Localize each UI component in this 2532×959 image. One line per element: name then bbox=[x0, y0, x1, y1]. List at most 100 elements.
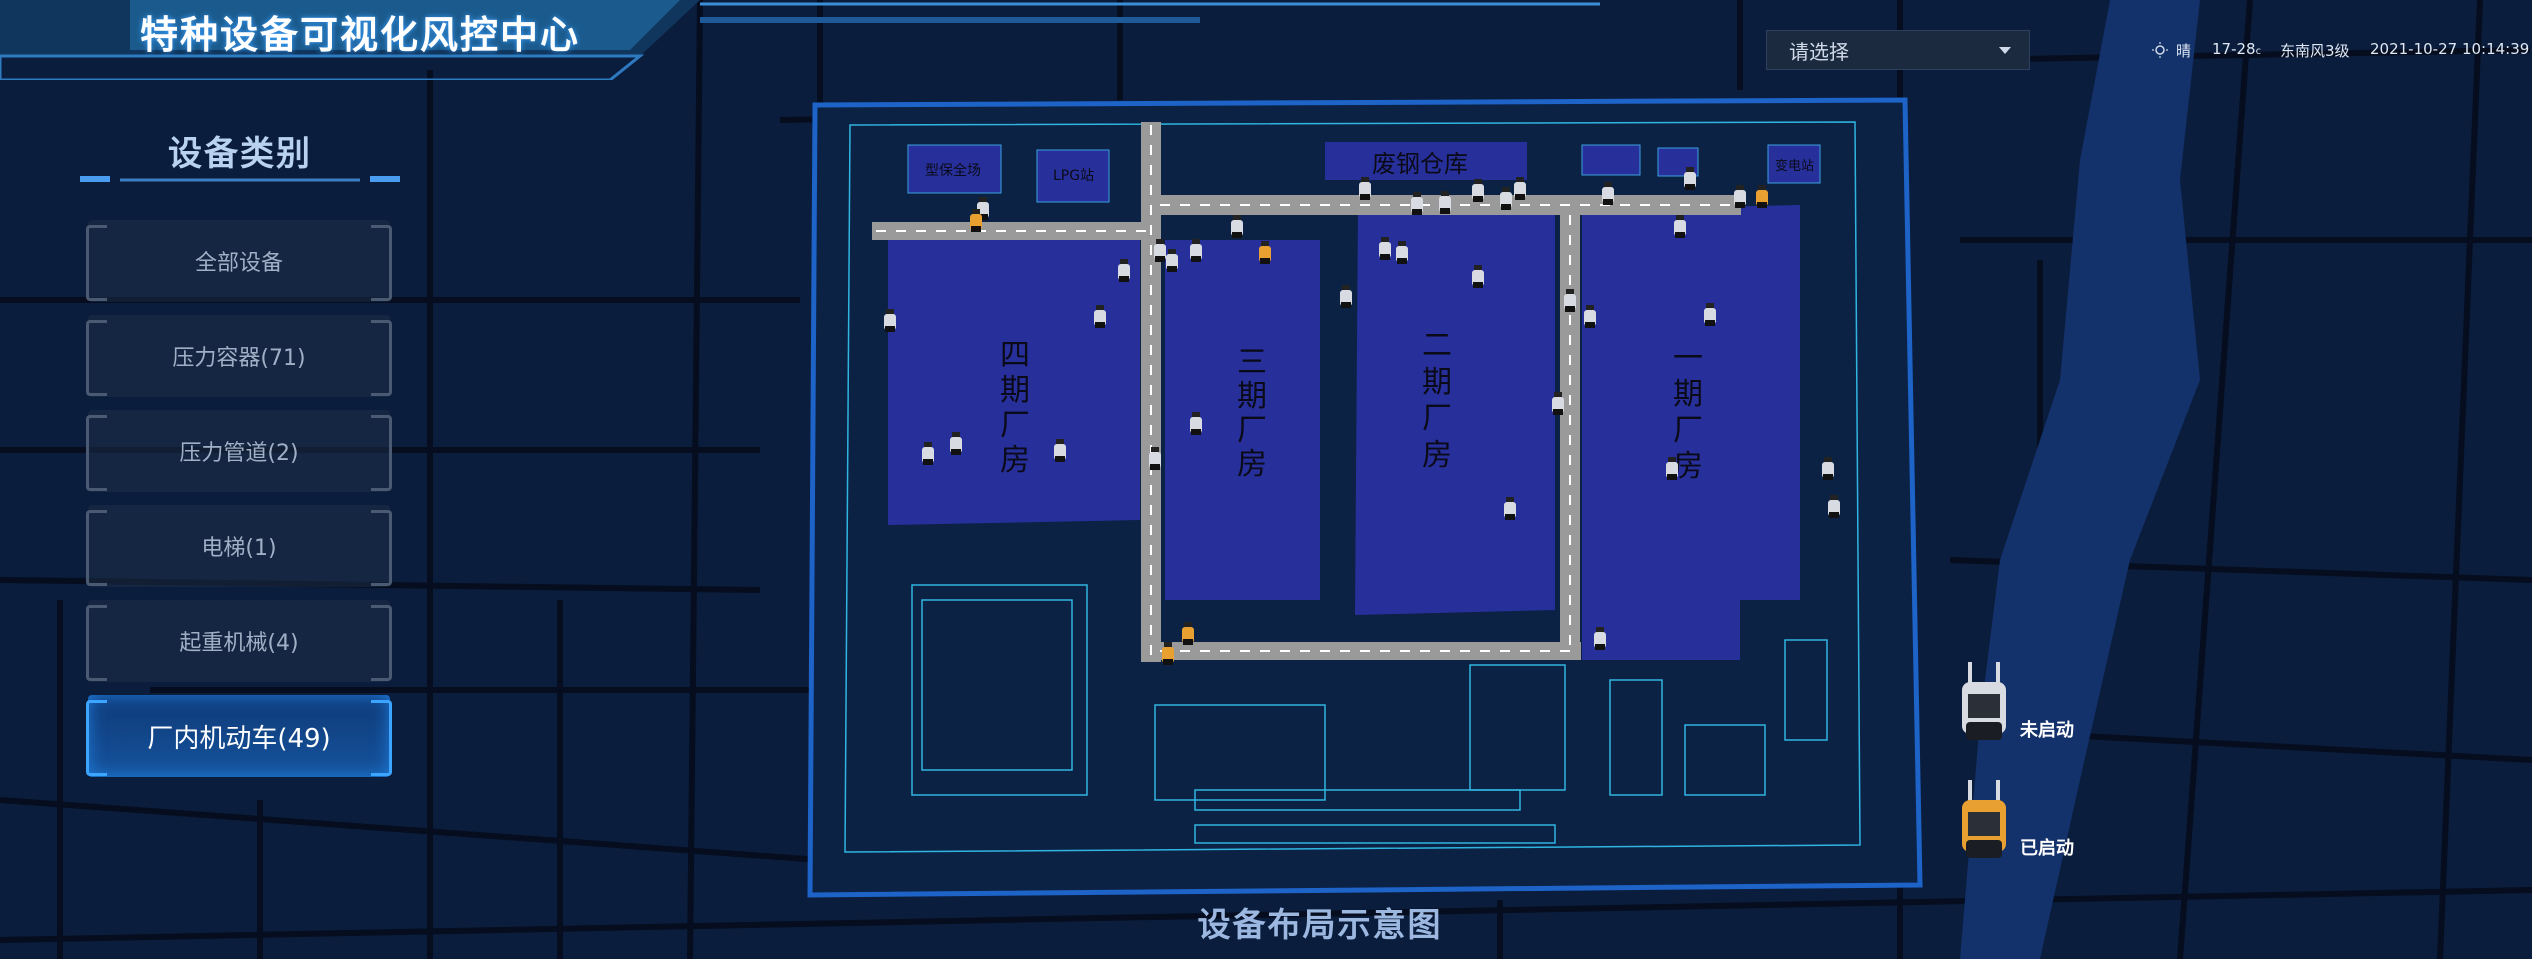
road-west-spur bbox=[872, 222, 1152, 240]
category-label: 电梯(1) bbox=[201, 536, 277, 561]
label-substation: 变电站 bbox=[1775, 158, 1814, 174]
forklift-marker-off[interactable] bbox=[1504, 497, 1516, 520]
select-placeholder: 请选择 bbox=[1789, 39, 1849, 64]
label-phase4-char3: 厂 bbox=[1000, 408, 1030, 443]
button-frame-right bbox=[371, 320, 392, 396]
forklift-marker-off[interactable] bbox=[1500, 187, 1512, 210]
category-label: 起重机械(4) bbox=[179, 631, 299, 656]
forklift-marker-off[interactable] bbox=[1564, 289, 1576, 312]
forklift-marker-off[interactable] bbox=[1166, 249, 1178, 272]
legend-not-started: 未启动 bbox=[2020, 720, 2074, 741]
forklift-marker-on[interactable] bbox=[970, 209, 982, 232]
heading-underline bbox=[80, 176, 400, 182]
building-steel-warehouse bbox=[1325, 142, 1527, 180]
forklift-marker-off[interactable] bbox=[1828, 495, 1840, 518]
forklift-marker-off[interactable] bbox=[1054, 439, 1066, 462]
forklift-off-icon bbox=[1962, 662, 2006, 740]
forklift-marker-off[interactable] bbox=[1439, 191, 1451, 214]
category-label: 厂内机动车(49) bbox=[147, 723, 331, 754]
forklift-marker-on[interactable] bbox=[1756, 185, 1768, 208]
button-frame-right bbox=[371, 225, 392, 301]
category-pressure-pipeline[interactable]: 压力管道(2) bbox=[86, 410, 392, 492]
forklift-marker-off[interactable] bbox=[1472, 179, 1484, 202]
label-phase3-char2: 期 bbox=[1237, 379, 1267, 414]
category-elevator[interactable]: 电梯(1) bbox=[86, 505, 392, 587]
forklift-marker-on[interactable] bbox=[1162, 642, 1174, 665]
forklift-marker-off[interactable] bbox=[1396, 241, 1408, 264]
label-phase2-char4: 房 bbox=[1422, 438, 1452, 473]
title-banner-shape bbox=[0, 0, 1600, 80]
forklift-marker-off[interactable] bbox=[1190, 412, 1202, 435]
label-phase3-char3: 厂 bbox=[1237, 413, 1267, 448]
road-north-south-b bbox=[1560, 210, 1580, 650]
forklift-marker-on[interactable] bbox=[1259, 241, 1271, 264]
forklift-marker-off[interactable] bbox=[1552, 392, 1564, 415]
building-substation bbox=[1767, 144, 1821, 184]
category-label: 压力管道(2) bbox=[179, 441, 299, 466]
forklift-marker-off[interactable] bbox=[1411, 192, 1423, 215]
forklift-marker-off[interactable] bbox=[1094, 305, 1106, 328]
building-phase3 bbox=[1165, 240, 1320, 600]
forklift-marker-off[interactable] bbox=[1602, 182, 1614, 205]
forklift-marker-off[interactable] bbox=[950, 432, 962, 455]
forklift-marker-off[interactable] bbox=[1359, 177, 1371, 200]
button-frame-right bbox=[371, 510, 392, 586]
label-phase1-char2: 期 bbox=[1673, 377, 1703, 412]
forklift-marker-off[interactable] bbox=[1666, 457, 1678, 480]
forklift-marker-off[interactable] bbox=[1734, 185, 1746, 208]
forklift-marker-off[interactable] bbox=[1340, 285, 1352, 308]
label-phase4-char1: 四 bbox=[1000, 338, 1030, 373]
forklift-marker-off[interactable] bbox=[1594, 627, 1606, 650]
sun-icon bbox=[2152, 42, 2168, 58]
label-phase1-char1: 一 bbox=[1673, 341, 1703, 376]
label-phase3-char4: 房 bbox=[1237, 447, 1267, 482]
legend-started: 已启动 bbox=[2020, 838, 2074, 859]
category-label: 全部设备 bbox=[194, 251, 283, 276]
label-phase2-char2: 期 bbox=[1422, 365, 1452, 400]
button-frame-right bbox=[371, 605, 392, 681]
forklift-marker-off[interactable] bbox=[1674, 215, 1686, 238]
button-frame-left bbox=[86, 225, 107, 301]
forklift-marker-off[interactable] bbox=[1704, 303, 1716, 326]
label-phase2-char1: 二 bbox=[1422, 328, 1452, 363]
forklift-marker-off[interactable] bbox=[884, 309, 896, 332]
chevron-down-icon bbox=[1999, 47, 2011, 54]
wind-text: 东南风3级 bbox=[2280, 42, 2350, 60]
forklift-marker-off[interactable] bbox=[1154, 239, 1166, 262]
category-pressure-vessel[interactable]: 压力容器(71) bbox=[86, 315, 392, 397]
forklift-marker-off[interactable] bbox=[1190, 239, 1202, 262]
label-phase4-char4: 房 bbox=[1000, 443, 1030, 478]
category-lifting-machinery[interactable]: 起重机械(4) bbox=[86, 600, 392, 682]
site-select[interactable]: 请选择 bbox=[1766, 30, 2030, 70]
forklift-marker-off[interactable] bbox=[1684, 167, 1696, 190]
forklift-marker-off[interactable] bbox=[1514, 177, 1526, 200]
category-all-devices[interactable]: 全部设备 bbox=[86, 220, 392, 302]
button-frame-left bbox=[86, 320, 107, 396]
forklift-marker-off[interactable] bbox=[1822, 457, 1834, 480]
forklift-marker-off[interactable] bbox=[1149, 447, 1161, 470]
button-frame-left bbox=[86, 605, 107, 681]
forklift-marker-off[interactable] bbox=[1472, 265, 1484, 288]
button-frame-left bbox=[86, 700, 107, 776]
forklift-marker-off[interactable] bbox=[1118, 259, 1130, 282]
button-frame-right bbox=[371, 700, 392, 776]
forklift-marker-off[interactable] bbox=[1231, 215, 1243, 238]
button-frame-left bbox=[86, 510, 107, 586]
button-frame-left bbox=[86, 415, 107, 491]
page-title: 特种设备可视化风控中心 bbox=[140, 13, 581, 57]
category-in-plant-vehicle[interactable]: 厂内机动车(49) bbox=[86, 695, 392, 777]
label-phase1-char3: 厂 bbox=[1673, 413, 1703, 448]
label-phase2-char3: 厂 bbox=[1422, 401, 1452, 436]
forklift-marker-off[interactable] bbox=[1584, 305, 1596, 328]
building-phase1 bbox=[1582, 205, 1800, 660]
forklift-marker-off[interactable] bbox=[1379, 237, 1391, 260]
forklift-marker-off[interactable] bbox=[922, 442, 934, 465]
temperature-unit: c bbox=[2255, 46, 2262, 57]
weather-text: 晴 bbox=[2176, 42, 2192, 60]
building-small-1 bbox=[1581, 144, 1641, 176]
forklift-marker-on[interactable] bbox=[1182, 622, 1194, 645]
